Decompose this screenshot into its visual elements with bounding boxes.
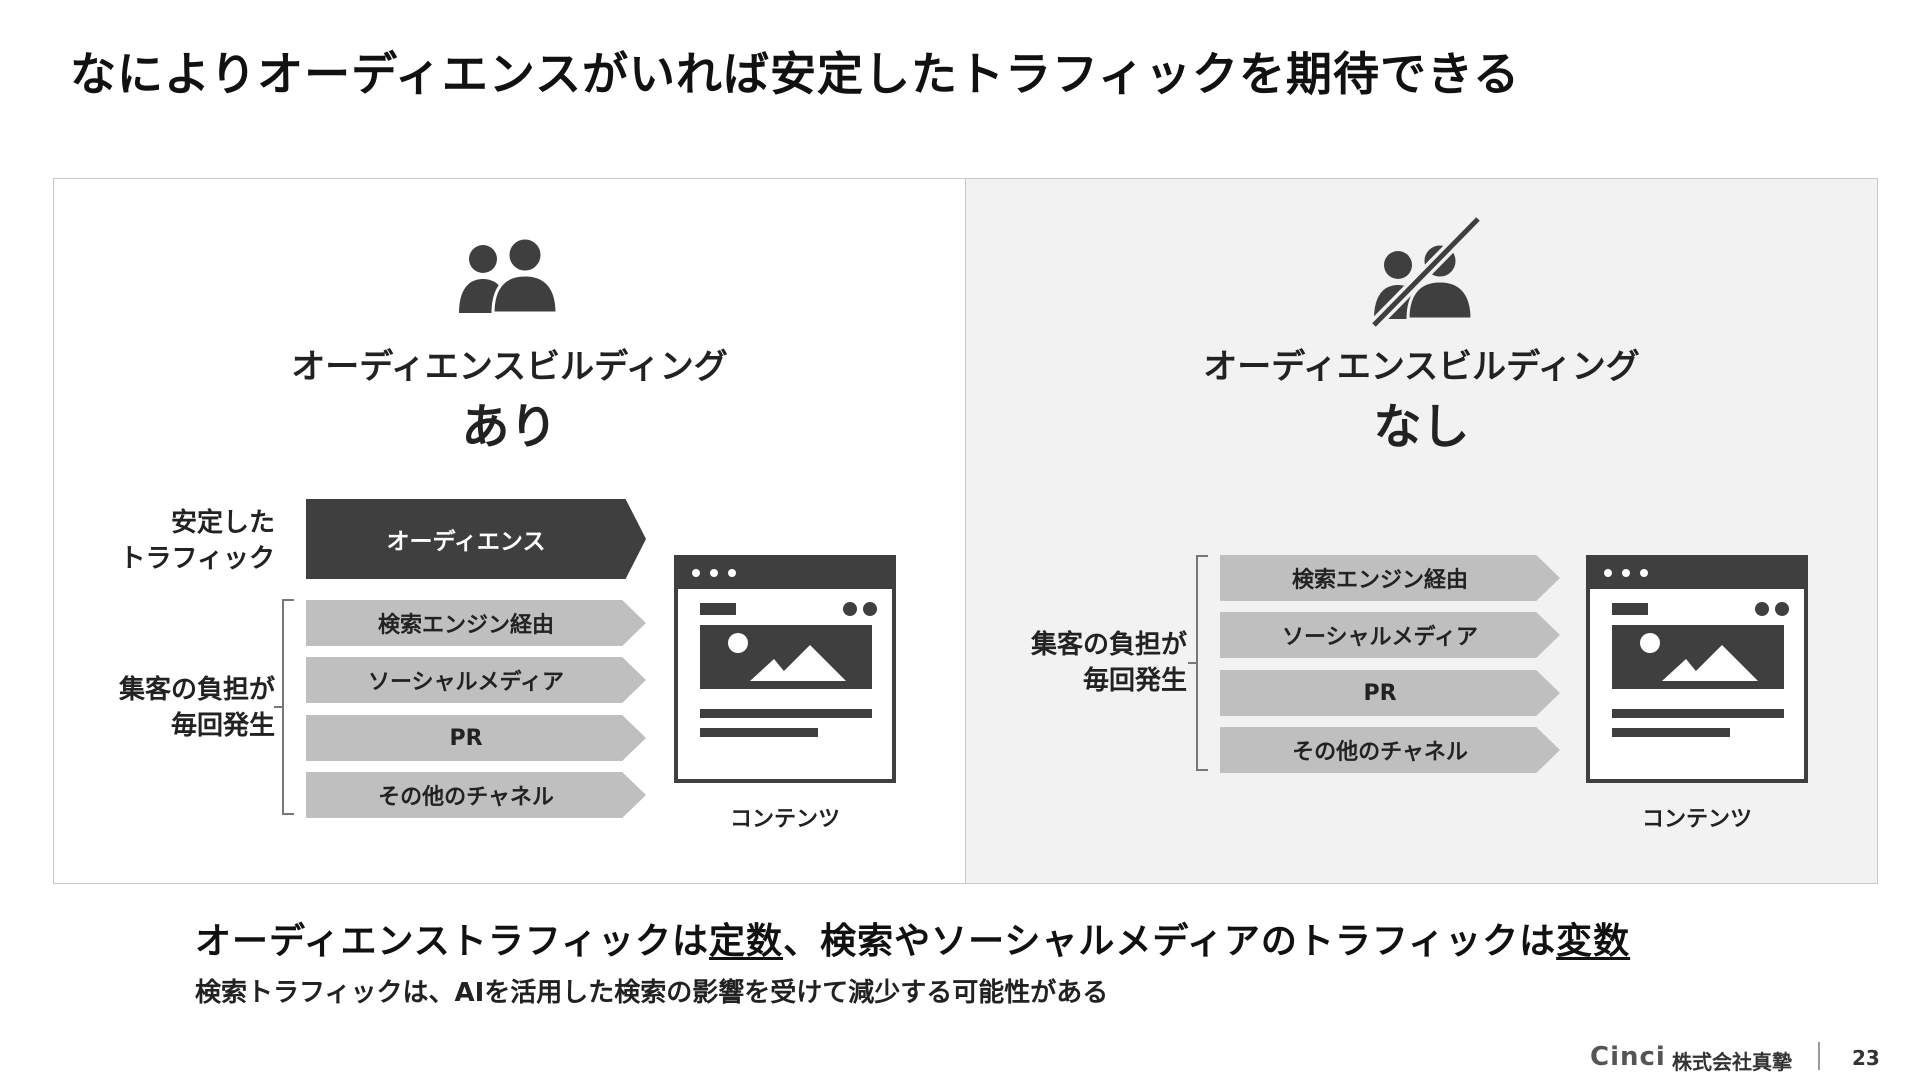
content-browser-icon	[1586, 555, 1808, 783]
summary-text: オーディエンストラフィックは定数、検索やソーシャルメディアのトラフィックは変数	[195, 921, 1631, 962]
stable-traffic-label: 安定した トラフィック	[119, 508, 275, 574]
panel-with-audience: オーディエンスビルディング あり 安定した トラフィック オーディエンス 集客の…	[54, 179, 966, 883]
audience-arrow: オーディエンス	[306, 499, 646, 579]
page-title: なによりオーディエンスがいれば安定したトラフィックを期待できる	[70, 47, 1521, 101]
cinci-logo: Cinci	[1590, 1042, 1666, 1072]
channel-social-arrow: ソーシャルメディア	[306, 657, 646, 703]
emphasis-constant: 定数	[709, 921, 784, 962]
people-icon	[459, 237, 559, 313]
content-browser-icon	[674, 555, 896, 783]
content-label: コンテンツ	[729, 807, 840, 832]
channels-bracket	[282, 599, 294, 815]
burden-label: 集客の負担が 毎回発生	[1030, 630, 1187, 696]
note-text: 検索トラフィックは、AIを活用した検索の影響を受けて減少する可能性がある	[195, 978, 1109, 1008]
panel-without-audience: オーディエンスビルディング なし 集客の負担が 毎回発生 検索エンジン経由 ソー…	[966, 179, 1877, 883]
channel-search-arrow: 検索エンジン経由	[306, 600, 646, 646]
company-name: 株式会社真摯	[1672, 1050, 1792, 1074]
heading-main-without: なし	[1373, 399, 1470, 455]
burden-label: 集客の負担が 毎回発生	[118, 675, 275, 741]
content-label: コンテンツ	[1641, 807, 1752, 832]
heading-main-with: あり	[461, 399, 558, 455]
channel-pr-arrow: PR	[306, 715, 646, 761]
channels-bracket	[1196, 555, 1208, 771]
footer-divider	[1818, 1042, 1820, 1070]
emphasis-variable: 変数	[1556, 921, 1631, 962]
heading-sub-without: オーディエンスビルディング	[1203, 347, 1640, 387]
channel-search-arrow: 検索エンジン経由	[1220, 555, 1560, 601]
channel-social-arrow: ソーシャルメディア	[1220, 612, 1560, 658]
heading-sub-with: オーディエンスビルディング	[291, 347, 728, 387]
comparison-frame: オーディエンスビルディング あり 安定した トラフィック オーディエンス 集客の…	[53, 178, 1878, 884]
channel-other-arrow: その他のチャネル	[306, 772, 646, 818]
people-crossed-icon	[1369, 215, 1483, 327]
page-number: 23	[1852, 1046, 1880, 1070]
channel-other-arrow: その他のチャネル	[1220, 727, 1560, 773]
channel-pr-arrow: PR	[1220, 670, 1560, 716]
